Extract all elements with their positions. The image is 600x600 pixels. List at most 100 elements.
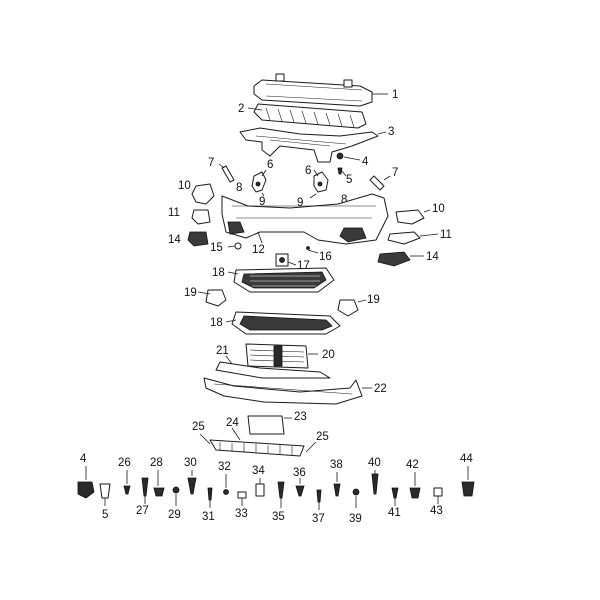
callout-37: 37: [312, 513, 325, 525]
callout-18-top: 18: [212, 267, 225, 279]
part-fastener-41: [391, 487, 399, 499]
callout-21: 21: [216, 345, 229, 357]
part-fastener-5: [99, 483, 111, 499]
callout-28: 28: [150, 457, 163, 469]
part-fastener-28: [153, 487, 165, 497]
part-fastener-43: [433, 487, 443, 497]
part-energy-absorber: [253, 103, 367, 129]
callout-9-left: 9: [259, 196, 265, 208]
part-fastener-38: [333, 483, 341, 497]
callout-43: 43: [430, 505, 443, 517]
part-clip-16: [306, 246, 310, 250]
callout-1: 1: [392, 89, 398, 101]
callout-19-left: 19: [184, 287, 197, 299]
part-skid-24: [209, 439, 305, 457]
callout-8-right: 8: [341, 194, 347, 206]
callout-40: 40: [368, 457, 381, 469]
part-upper-bracket: [239, 127, 379, 163]
part-fastener-30: [187, 477, 197, 495]
part-trim-10-left: [191, 183, 215, 205]
callout-32: 32: [218, 461, 231, 473]
callout-11-left: 11: [168, 207, 180, 219]
callout-25-right: 25: [316, 431, 329, 443]
callout-10-left: 10: [178, 180, 191, 192]
part-cover-14-left: [187, 231, 209, 247]
part-fastener-36: [295, 485, 305, 497]
callout-2: 2: [238, 103, 244, 115]
callout-39: 39: [349, 513, 362, 525]
part-plug-15: [234, 242, 242, 250]
part-cover-14-right: [377, 251, 411, 267]
callout-36: 36: [293, 467, 306, 479]
callout-6-left: 6: [267, 159, 273, 171]
part-fastener-34: [255, 483, 265, 497]
part-bezel-11-right: [387, 231, 421, 245]
callout-20: 20: [322, 349, 335, 361]
callout-7-left: 7: [208, 157, 214, 169]
part-plate-bracket-23: [247, 415, 285, 435]
part-fastener-33: [237, 491, 247, 499]
part-fastener-40: [371, 473, 379, 495]
callout-38: 38: [330, 459, 343, 471]
callout-16: 16: [319, 251, 332, 263]
callout-14-left: 14: [168, 234, 181, 246]
callout-29: 29: [168, 509, 181, 521]
callout-3: 3: [388, 126, 394, 138]
callout-41: 41: [388, 507, 401, 519]
part-fastener-39: [352, 488, 360, 496]
part-bracket-right: [313, 171, 329, 193]
callout-11-right: 11: [440, 229, 452, 241]
part-strip-right: [369, 175, 385, 191]
callout-18-bottom: 18: [210, 317, 223, 329]
part-bezel-11-left: [191, 209, 211, 225]
callout-4-bottom: 4: [80, 453, 87, 465]
callout-14-right: 14: [426, 251, 439, 263]
callout-19-right: 19: [367, 294, 380, 306]
callout-23: 23: [294, 411, 307, 423]
part-fastener-27: [141, 477, 149, 497]
part-clip-5: [337, 167, 343, 175]
part-bracket-19-left: [205, 289, 227, 307]
callout-15: 15: [210, 242, 223, 254]
callout-26: 26: [118, 457, 131, 469]
callout-8-left: 8: [236, 182, 242, 194]
callout-12: 12: [252, 244, 265, 256]
part-fastener-26: [123, 485, 131, 495]
part-fastener-42: [409, 487, 421, 499]
part-trim-10-right: [395, 209, 425, 225]
part-strip-21: [215, 361, 331, 379]
part-strip-left: [221, 165, 235, 183]
callout-7-right: 7: [392, 167, 398, 179]
part-fastener-4: [77, 481, 95, 499]
part-upper-grille: [233, 267, 335, 293]
part-fastener-37: [316, 489, 322, 503]
callout-31: 31: [202, 511, 215, 523]
callout-5-top: 5: [346, 174, 352, 186]
part-lower-grille: [231, 311, 341, 335]
callout-5-bottom: 5: [102, 509, 108, 521]
callout-22: 22: [374, 383, 387, 395]
part-shutter-20: [245, 343, 309, 369]
callout-33: 33: [235, 508, 248, 520]
part-fastener-29: [172, 486, 180, 494]
part-fastener-32: [223, 489, 229, 495]
callout-25-left: 25: [192, 421, 205, 433]
callout-44: 44: [460, 453, 473, 465]
part-fastener-31: [207, 487, 213, 501]
callout-6-right: 6: [305, 165, 311, 177]
part-bracket-19-right: [337, 299, 359, 317]
callout-9-right: 9: [297, 197, 303, 209]
part-front-fascia: [221, 193, 389, 245]
callout-24: 24: [226, 417, 239, 429]
callout-30: 30: [184, 457, 197, 469]
callout-4-top: 4: [362, 156, 369, 168]
part-bracket-left: [251, 171, 267, 193]
callout-35: 35: [272, 511, 285, 523]
callout-10-right: 10: [432, 203, 445, 215]
part-fastener-44: [461, 481, 475, 497]
callout-42: 42: [406, 459, 419, 471]
callout-34: 34: [252, 465, 265, 477]
part-fastener-35: [277, 481, 285, 499]
part-clip-4: [336, 152, 344, 160]
